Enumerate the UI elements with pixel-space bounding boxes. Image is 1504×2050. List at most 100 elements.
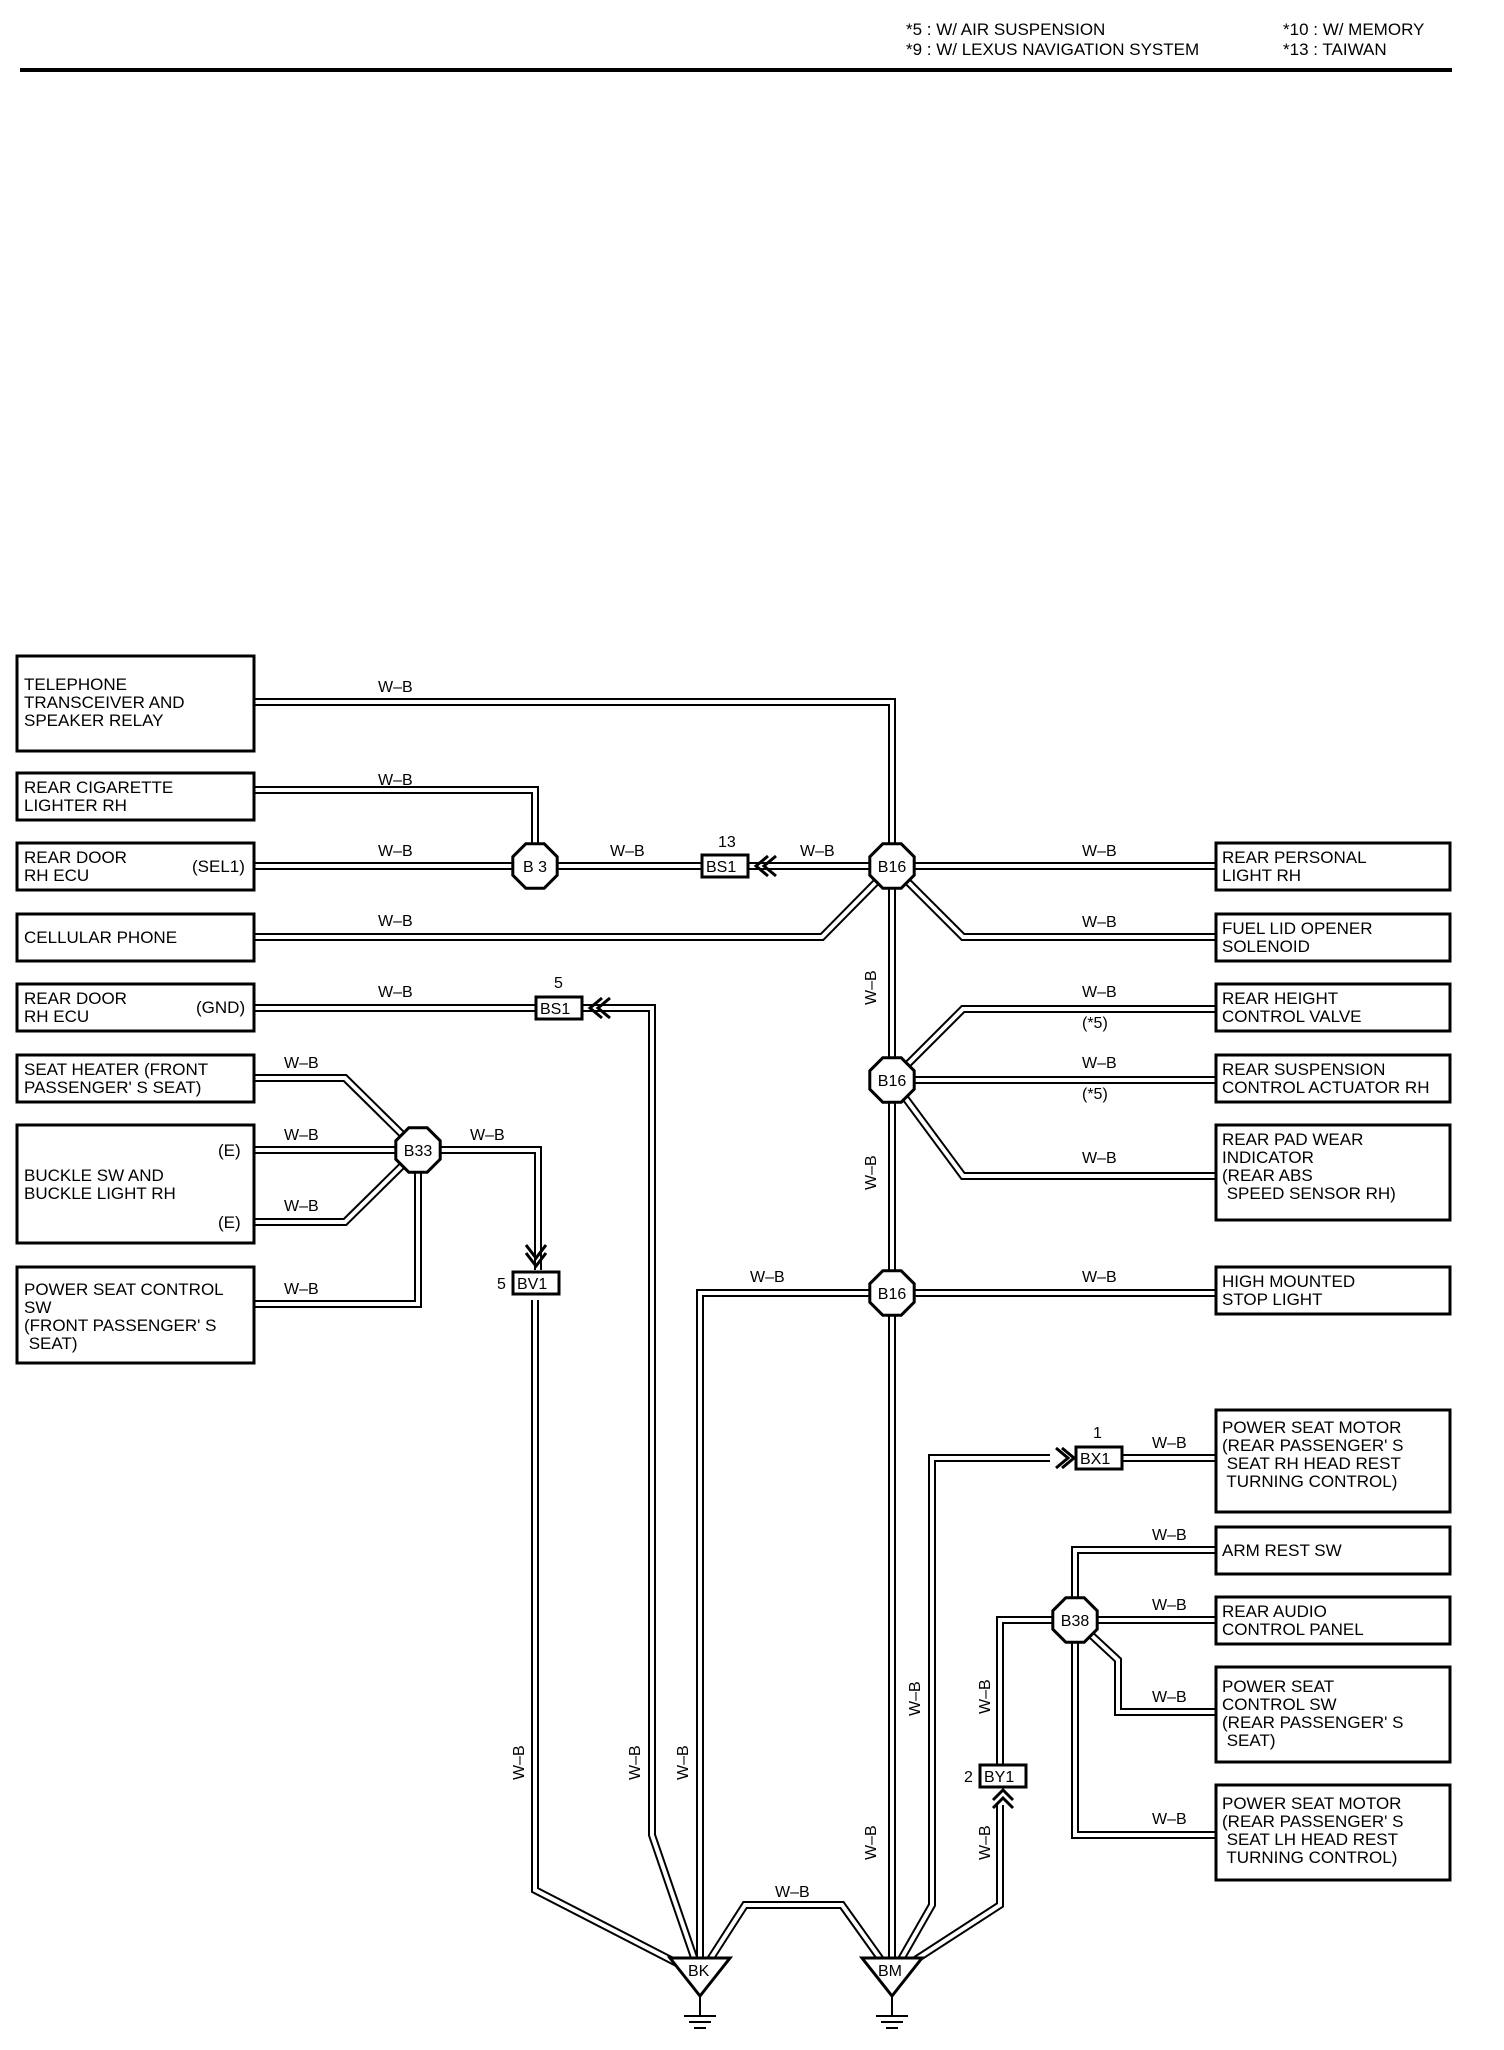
wire-core: [255, 1148, 420, 1224]
box-arm-rest: [1214, 1525, 1452, 1576]
wire-label: W–B: [977, 1825, 994, 1860]
wire-label: W–B: [378, 772, 413, 789]
diagram-mark: BS1: [540, 1001, 570, 1018]
wire-label: W–B: [1152, 1811, 1187, 1828]
junction-label-b38: B38: [1061, 1613, 1090, 1630]
wire-label: W–B: [1082, 1269, 1117, 1286]
wire-label: W–B: [1082, 914, 1117, 931]
wire-label: W–B: [511, 1745, 528, 1780]
box-fuel-lid: [1214, 912, 1452, 963]
wire-core: [255, 1150, 420, 1306]
label-arm-rest: ARM REST SW: [1222, 1541, 1342, 1560]
box-rear-audio: [1214, 1595, 1452, 1646]
diagram-mark: BM: [878, 1963, 902, 1980]
junction-label-b16b: B16: [878, 1073, 907, 1090]
diagram-mark: BV1: [517, 1276, 547, 1293]
wire-label: W–B: [863, 1155, 880, 1190]
junction-b16c: [868, 1269, 916, 1317]
pin-e2: (E): [218, 1213, 241, 1232]
junction-label-b33: B33: [404, 1143, 433, 1160]
junction-b33: [394, 1126, 442, 1174]
box-motor-rh: [1214, 1408, 1452, 1514]
wire-core: [533, 1300, 701, 1977]
connector-by1: [978, 1763, 1028, 1789]
junction-b16a: [868, 842, 916, 890]
connectors: BS1 13 BS1 5 BV1 5 BX1 1 BY1 2: [497, 834, 1124, 1810]
wire-core: [1073, 1618, 1216, 1714]
connector-bv1: [511, 1270, 561, 1296]
connector-bs1-mid: [534, 995, 584, 1021]
box-seat-ctrl-rear: [1214, 1665, 1452, 1764]
wire-label: W–B: [1082, 1055, 1117, 1072]
box-door-gnd: [15, 982, 256, 1033]
option-notes-left: *5 : W/ AIR SUSPENSION *9 : W/ LEXUS NAV…: [906, 20, 1199, 60]
ground-bm: [858, 1956, 926, 1999]
wire-label: W–B: [800, 843, 835, 860]
wire-label: W–B: [470, 1127, 505, 1144]
wire-pad-wear: [888, 1077, 1216, 1180]
wire-label: W–B: [1152, 1435, 1187, 1452]
right-components: [1214, 841, 1452, 1882]
junction-label-b3: B 3: [523, 859, 547, 876]
wire-bv1-down: [531, 1300, 702, 1979]
wire-label: W–B: [610, 843, 645, 860]
wire-label: W–B: [1152, 1527, 1187, 1544]
wire-label: W–B: [863, 1825, 880, 1860]
wire-core: [255, 864, 894, 939]
wire-label: W–B: [863, 970, 880, 1005]
box-pad-wear: [1214, 1123, 1452, 1222]
wire-bs1-down: [580, 1004, 704, 1977]
option-notes-right: *10 : W/ MEMORY *13 : TAIWAN: [1283, 20, 1424, 60]
wire-label: W–B: [284, 1198, 319, 1215]
note-air-suspension: *5 : W/ AIR SUSPENSION: [906, 20, 1106, 39]
arrow-bs1-mid: [587, 996, 611, 1020]
wire-core: [698, 1903, 894, 1977]
wire-core: [1073, 1620, 1216, 1837]
junction-label-b16c: B16: [878, 1286, 907, 1303]
diagram-mark: 13: [718, 834, 736, 851]
wire-label: W–B: [378, 913, 413, 930]
note-memory: *10 : W/ MEMORY: [1283, 20, 1425, 39]
junction-b3: [511, 842, 559, 890]
wire-b33-bv1: [418, 1146, 542, 1270]
pin-sel1: (SEL1): [192, 857, 245, 876]
wire-height-valve: [889, 1005, 1216, 1083]
wire-label: W–B: [1082, 1150, 1117, 1167]
arrow-bv1: [524, 1244, 548, 1269]
diagram-mark: BK: [688, 1963, 710, 1980]
wire-label: W–B: [284, 1281, 319, 1298]
wire-label: W–B: [977, 1679, 994, 1714]
box-telephone: [15, 654, 256, 753]
box-height-valve: [1214, 982, 1452, 1033]
wire-core: [418, 1148, 540, 1270]
wire-harness: [255, 698, 1216, 1993]
pin-gnd: (GND): [196, 998, 245, 1017]
junction-b16b: [868, 1056, 916, 1104]
box-power-seat-front: [15, 1265, 256, 1365]
wire-core: [255, 788, 537, 866]
junction-b38: [1051, 1596, 1099, 1644]
wire-label: W–B: [1152, 1689, 1187, 1706]
wire-core: [890, 1078, 1216, 1178]
wire-core: [255, 700, 894, 866]
box-stop-light: [1214, 1265, 1452, 1316]
wire-label: W–B: [284, 1127, 319, 1144]
box-motor-lh: [1214, 1783, 1452, 1882]
ground-bk: [666, 1956, 734, 1999]
wire-cellular: [255, 863, 895, 941]
option-mark: (*5): [1082, 1015, 1108, 1032]
pin-e1: (E): [218, 1141, 241, 1160]
